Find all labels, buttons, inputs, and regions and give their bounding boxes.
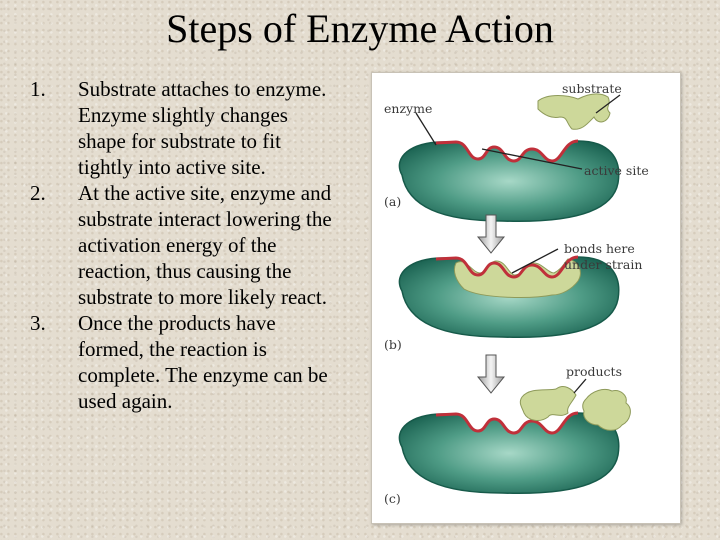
product-shape <box>519 386 577 421</box>
panel-a: substrate enzyme active site (a) <box>384 81 649 223</box>
step-number: 2. <box>30 181 46 205</box>
label-enzyme: enzyme <box>384 101 432 116</box>
step-item: 2. At the active site, enzyme and substr… <box>30 180 340 310</box>
slide-title: Steps of Enzyme Action <box>166 6 554 51</box>
step-item: 1. Substrate attaches to enzyme. Enzyme … <box>30 76 340 180</box>
enzyme-diagram-svg: substrate enzyme active site (a) bonds h… <box>384 81 649 506</box>
label-bonds-line2: under strain <box>564 257 642 272</box>
active-site-pointer <box>481 148 583 170</box>
product-shape <box>582 388 631 431</box>
label-active-site: active site <box>584 163 649 178</box>
enzyme-diagram: substrate enzyme active site (a) bonds h… <box>371 72 681 524</box>
step-item: 3. Once the products have formed, the re… <box>30 310 340 414</box>
panel-label-c: (c) <box>384 491 401 506</box>
enzyme-pointer <box>415 112 437 146</box>
down-arrow-icon <box>476 354 506 394</box>
panel-label-b: (b) <box>384 337 402 352</box>
down-arrow-icon <box>476 214 506 254</box>
step-number: 3. <box>30 311 46 335</box>
step-text: At the active site, enzyme and substrate… <box>78 181 332 309</box>
label-products: products <box>566 364 622 379</box>
substrate-pointer <box>595 94 621 114</box>
bonds-pointer <box>511 248 559 274</box>
products-pointer <box>573 378 587 394</box>
bound-substrate-shape <box>453 258 581 298</box>
panel-c: products (c) <box>384 364 631 506</box>
step-text: Substrate attaches to enzyme. Enzyme sli… <box>78 77 327 179</box>
step-number: 1. <box>30 77 46 101</box>
panel-b: bonds here under strain (b) <box>384 241 642 352</box>
step-text: Once the products have formed, the react… <box>78 311 328 413</box>
steps-list: 1. Substrate attaches to enzyme. Enzyme … <box>30 76 340 414</box>
panel-label-a: (a) <box>384 194 401 209</box>
label-substrate: substrate <box>562 81 622 96</box>
substrate-shape <box>537 93 611 130</box>
label-bonds-line1: bonds here <box>564 241 635 256</box>
